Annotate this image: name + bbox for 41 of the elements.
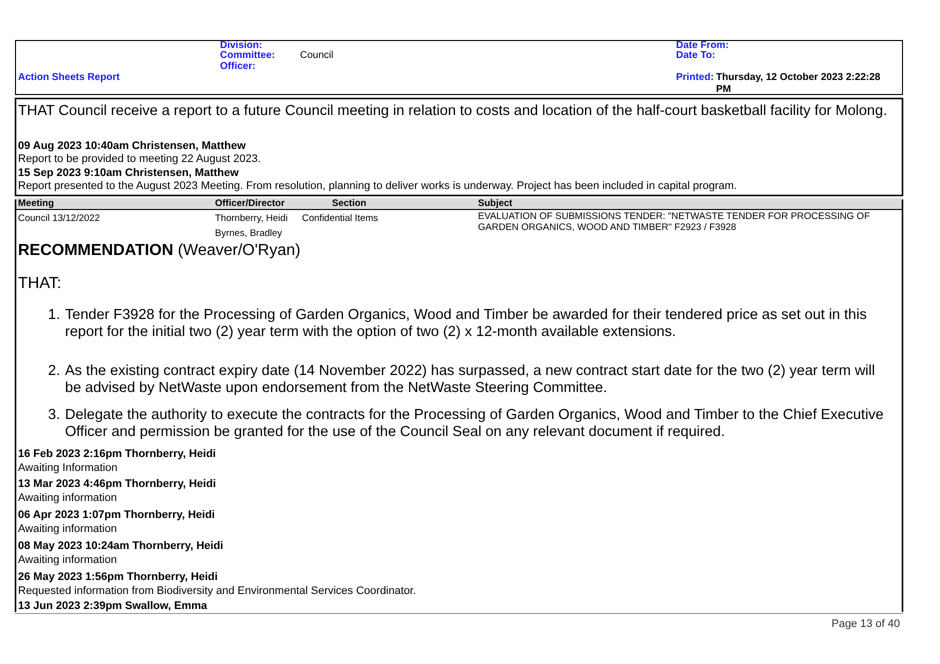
header-field-label: Printed: [676, 72, 715, 84]
action-entry-heading: 26 May 2023 1:56pm Thornberry, Heidi [18, 571, 219, 584]
table-header: Subject [478, 198, 514, 210]
action-entry-note: Report presented to the August 2023 Meeting. From resolution, planning to deliver works is underway. Project has been included in capital program. [18, 180, 738, 194]
table-header: Meeting [18, 198, 55, 210]
list-item: Delegate the authority to execute the contracts for the Processing of Garden Organics, Wood and Timber to the Chief Executive Officer and permission be granted for the use of the Council Seal on any relevant document if required. [65, 407, 885, 442]
intro-text: THAT: [18, 274, 62, 294]
header-field-label: Division: [220, 40, 262, 51]
header-field-label: Date From: [676, 40, 730, 51]
list-number: 3. [48, 407, 62, 424]
printed-date: Thursday, 12 October 2023 2:22:28 PM [716, 72, 882, 96]
action-entry-note: Requested information from Biodiversity and Environmental Services Coordinator. [18, 585, 418, 598]
action-entry-heading: 16 Feb 2023 2:16pm Thornberry, Heidi [18, 448, 217, 462]
table-cell-text: Byrnes, Bradley [215, 228, 284, 240]
report-title: Action Sheets Report [18, 72, 121, 84]
action-entry-heading: 15 Sep 2023 9:10am Christensen, Matthew [18, 167, 240, 180]
list-number: 1. [48, 307, 62, 324]
action-entry-note: Awaiting information [18, 492, 118, 506]
action-entry-heading: 06 Apr 2023 1:07pm Thornberry, Heidi [18, 509, 216, 522]
action-entry-note: Awaiting Information [18, 462, 118, 476]
list-number: 2. [48, 363, 62, 380]
action-entry-note: Awaiting information [18, 554, 118, 568]
action-entry-heading: 13 Jun 2023 2:39pm Swallow, Emma [18, 600, 208, 614]
action-entry-note: Report to be provided to meeting 22 August 2023. [18, 153, 262, 166]
table-cell-text: EVALUATION OF SUBMISSIONS TENDER: "NETWASTE TENDER FOR PROCESSING OF GARDEN ORGANICS, WOOD AND TIMBER" F2923 / F3928 [478, 211, 871, 234]
resolution-text: THAT Council receive a report to a future Council meeting in relation to costs and location of the half-court basketball facility for Molong. [18, 103, 888, 120]
header-field-label: Committee: [220, 50, 276, 62]
table-cell-text: Confidential Items [302, 213, 380, 224]
table-cell-text: Council 13/12/2022 [18, 213, 101, 224]
action-entry-heading: 09 Aug 2023 10:40am Christensen, Matthew [18, 140, 247, 154]
list-item: Tender F3928 for the Processing of Garden Organics, Wood and Timber be awarded for their tendered price as set out in this report for the initial two (2) year term with the option of two (2) x 12-month available extensions. [65, 307, 868, 342]
header-value: Council [300, 50, 334, 62]
action-entry-note: Awaiting information [18, 523, 118, 536]
table-header: Section [332, 198, 368, 210]
page-number: Page 13 of 40 [830, 618, 900, 632]
header-field-label: Date To: [676, 50, 716, 62]
header-field-label: Officer: [220, 61, 257, 73]
list-item: As the existing contract expiry date (14 November 2022) has surpassed, a new contract start date for the two (2) year term will be advised by NetWaste upon endorsement from the NetWaste Steering Committee. [65, 363, 876, 398]
action-entry-heading: 08 May 2023 10:24am Thornberry, Heidi [18, 540, 224, 554]
section-heading: RECOMMENDATION (Weaver/O'Ryan) [18, 241, 302, 260]
action-entry-heading: 13 Mar 2023 4:46pm Thornberry, Heidi [18, 478, 217, 492]
